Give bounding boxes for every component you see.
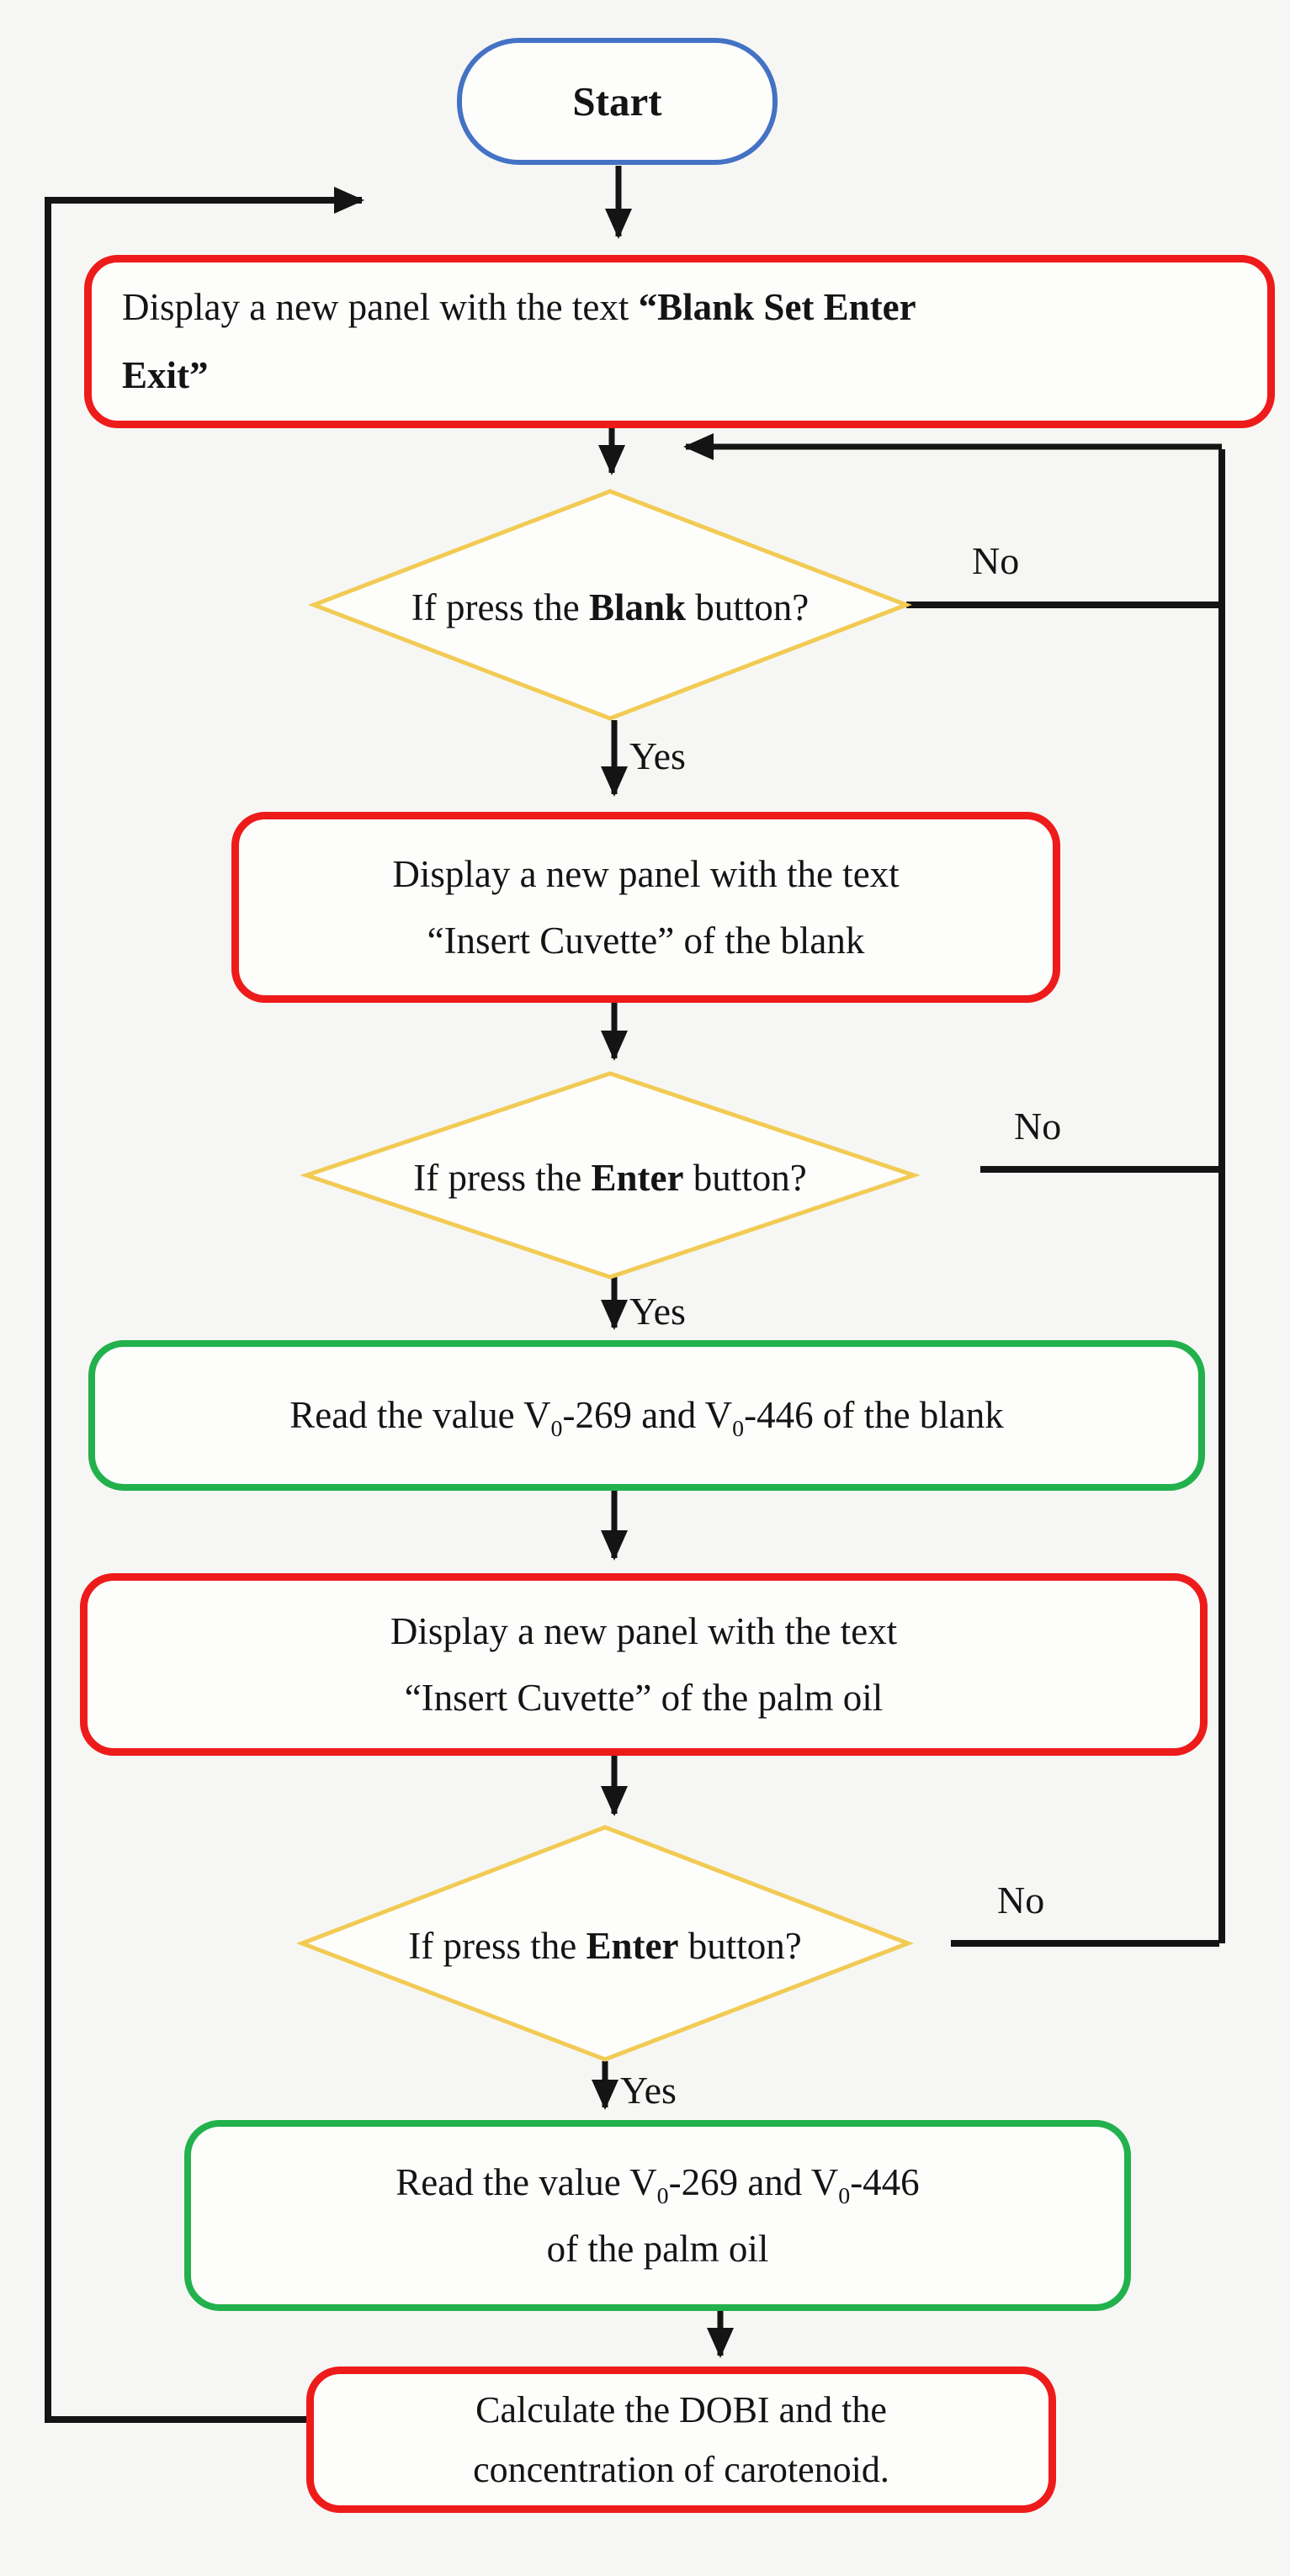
start-label: Start (572, 77, 662, 125)
process-box-2-text: Display a new panel with the text“Insert… (392, 853, 900, 962)
loop-calculate-to-top-arrow (45, 187, 364, 2423)
no-label-1: No (972, 539, 1020, 582)
diamond2-question: If press the Enter button? (413, 1157, 807, 1199)
diamond1-question: If press the Blank button? (411, 586, 810, 628)
process-box-1-text: Display a new panel with the text “Blank… (122, 286, 916, 396)
process-box-insert-cuvette-blank: Display a new panel with the text“Insert… (231, 812, 1060, 1003)
diamond3-question: If press the Enter button? (408, 1925, 802, 1967)
yes-label-1: Yes (629, 734, 686, 777)
read-box-blank-text: Read the value V0-269 and V0-446 of the … (289, 1394, 1004, 1443)
no-label-2: No (1014, 1105, 1062, 1148)
decision-diamond-blank (308, 489, 912, 721)
process-box-3-text: Display a new panel with the text“Insert… (390, 1610, 898, 1719)
start-node: Start (457, 38, 778, 165)
no-label-3: No (997, 1879, 1045, 1921)
decision-diamond-enter-blank (300, 1071, 921, 1280)
process-box-display-blank-set: Display a new panel with the text “Blank… (84, 255, 1275, 428)
yes-label-3: Yes (620, 2069, 677, 2112)
process-box-insert-cuvette-palm-oil: Display a new panel with the text“Insert… (80, 1573, 1208, 1756)
read-box-blank: Read the value V0-269 and V0-446 of the … (88, 1340, 1205, 1491)
decision-diamond-enter-palm-oil (296, 1825, 914, 2062)
yes-label-2: Yes (629, 1290, 686, 1333)
